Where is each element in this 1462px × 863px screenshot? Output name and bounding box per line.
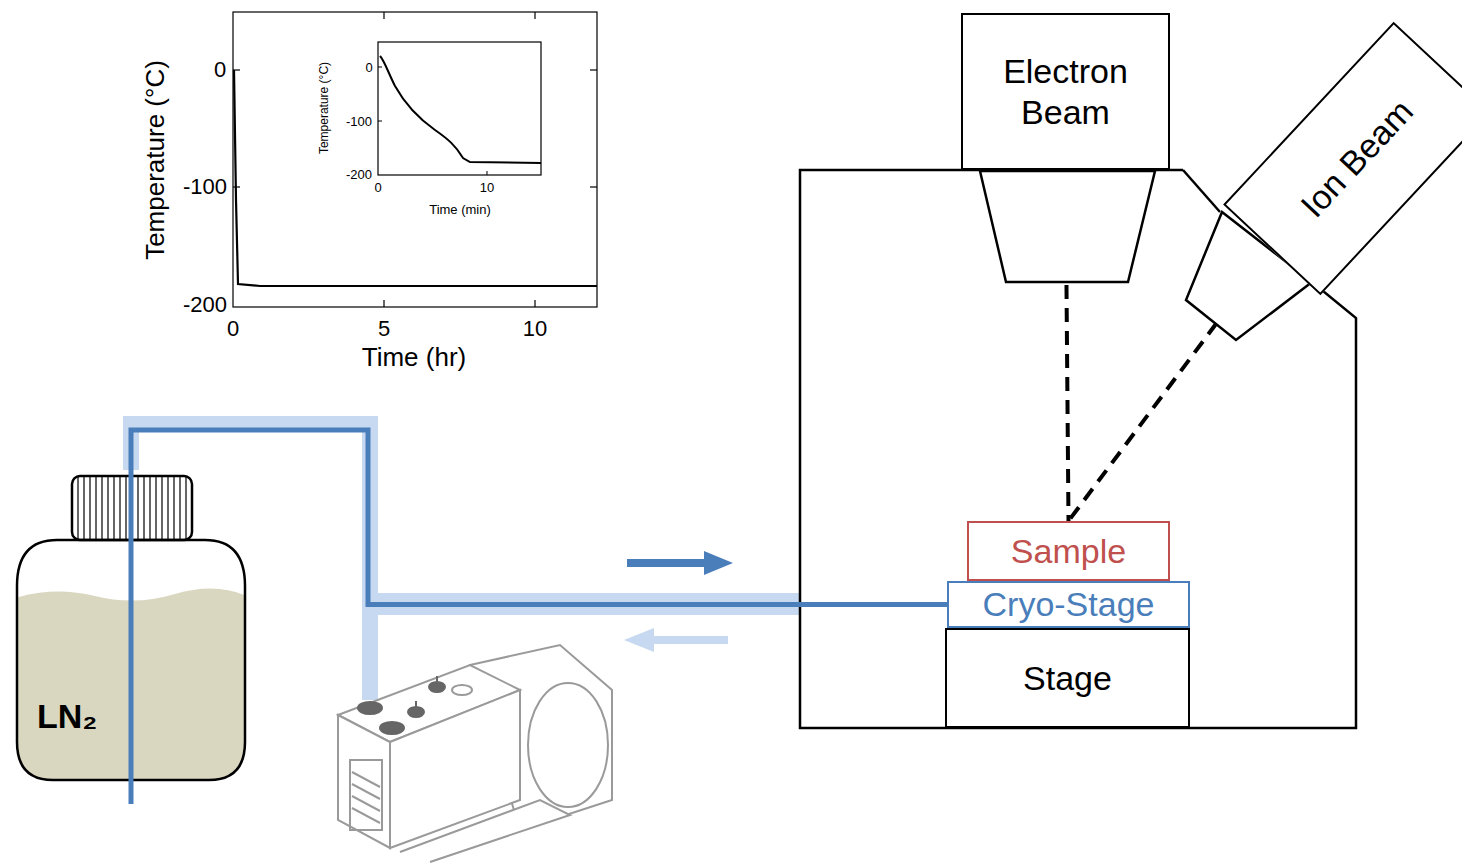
inset-frame: [378, 42, 541, 175]
return-arrow: [650, 636, 728, 644]
node-label: Ion Beam: [1292, 91, 1421, 225]
axis-label: Time (min): [429, 202, 491, 217]
axis-label: 0: [214, 57, 226, 83]
axis-label: -100: [183, 174, 227, 200]
flow-arrow: [627, 559, 708, 567]
vacuum-chamber: [1183, 170, 1220, 212]
sample-box: Sample: [967, 521, 1170, 581]
cryo-stage-box: Cryo-Stage: [947, 581, 1190, 628]
vacuum-pump: [338, 645, 612, 862]
axis-label: 0: [365, 60, 372, 75]
axis-label: -200: [183, 292, 227, 318]
node-label: Cryo-Stage: [983, 584, 1155, 625]
return-arrowhead: [624, 628, 654, 652]
chart-frame: [233, 12, 597, 307]
ln2-dewar: LN₂: [15, 474, 247, 782]
node-label: Stage: [1023, 658, 1112, 699]
electron-lens: [980, 171, 1155, 282]
electron-beam-column: Electron Beam: [961, 13, 1170, 170]
axis-label: 10: [523, 316, 547, 342]
axis-label: 0: [227, 316, 239, 342]
axis-label: -200: [346, 167, 372, 182]
flow-arrowhead: [704, 551, 733, 575]
inset-curve: [380, 56, 541, 163]
axis-label: Temperature (°C): [317, 62, 331, 154]
vacuum-chamber: [800, 170, 1356, 728]
axis-label: Temperature (°C): [140, 60, 171, 260]
node-label: Sample: [1011, 531, 1126, 572]
node-label: Electron Beam: [971, 51, 1160, 133]
axis-label: 0: [374, 180, 381, 195]
axis-label: 5: [378, 316, 390, 342]
axis-label: -100: [346, 114, 372, 129]
axis-label: 10: [480, 180, 494, 195]
ln2-line: [131, 430, 947, 605]
chart-ticks: [233, 12, 597, 307]
node-label: LN₂: [35, 696, 99, 737]
axis-label: Time (hr): [362, 342, 466, 373]
stage-box: Stage: [945, 628, 1190, 728]
